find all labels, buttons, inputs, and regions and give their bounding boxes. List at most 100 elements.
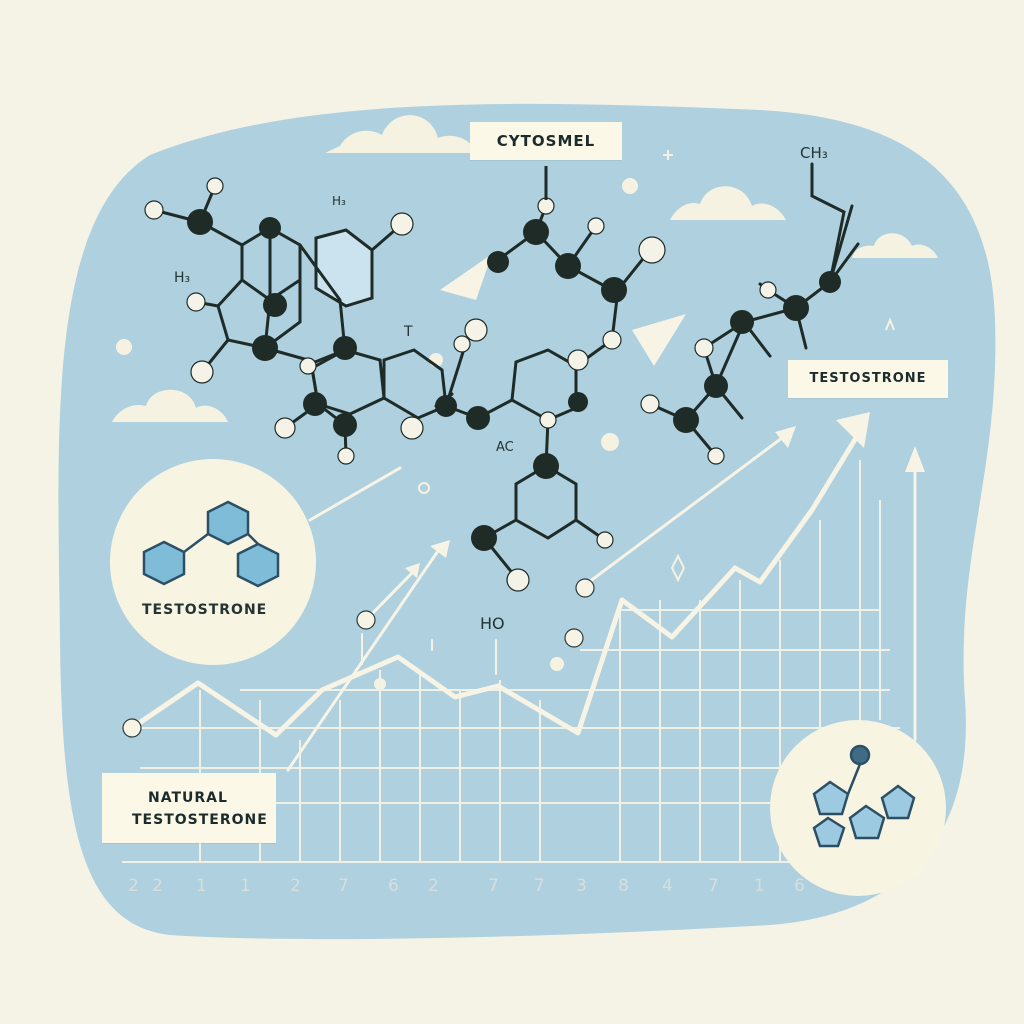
carbon-atom [487,251,509,273]
arrowhead-mid [440,254,492,300]
chart-point [122,718,142,738]
chart-point [356,610,376,630]
ring-bonds [514,464,578,540]
hydrogen-atom [694,338,714,358]
hexagon-bond [247,533,259,545]
carbon-atom [466,406,490,430]
label-testostrone-right: TESTOSTRONE [788,360,948,398]
hexagon [206,500,250,546]
label-testostrone-circle: TESTOSTRONE [142,602,268,618]
dot [601,433,619,451]
hydrogen-atom [190,360,214,384]
label-natural-line2: TESTOSTERONE [132,812,268,828]
right-badge-circle [770,720,946,896]
trend [129,254,925,772]
atom [849,744,871,766]
hydrogen-atom [274,417,296,439]
hydrogen-atom [453,335,471,353]
hydrogen-atom [206,177,224,195]
label-natural-line1: NATURAL [148,790,228,806]
carbon-atom [601,277,627,303]
arrow-small [364,570,415,622]
arrow-right [583,430,792,587]
dot [550,657,564,671]
ring-dot [418,482,430,494]
chem-h3-left: H₃ [174,270,191,286]
chem-h3-top: H₃ [332,194,346,208]
arrow-lower [286,546,442,772]
hydrogen-atom [640,394,660,414]
carbon-atom [555,253,581,279]
label-natural-testosterone: NATURAL TESTOSTERONE [102,773,276,843]
carbon-atom [704,374,728,398]
pentagon [812,816,846,848]
arrowhead-lower [430,540,450,558]
carbon-atom [259,217,281,239]
cloud-top [325,115,478,153]
carbon-atom [263,293,287,317]
carbon-atom [252,335,278,361]
pentagon [812,780,850,816]
hexagon-bond [183,533,209,553]
carbon-atom [730,310,754,334]
hydrogen-atom [337,447,355,465]
bond [846,763,862,795]
hydrogen-atom [144,200,164,220]
hydrogen-atom [707,447,725,465]
chem-t-mark: T [404,324,413,340]
hydrogen-atom [638,236,666,264]
carbon-atom [819,271,841,293]
hexagon [142,540,186,586]
carbon-atom [187,209,213,235]
bonds [574,248,652,368]
hydrogen-atom [539,411,557,429]
pentagon [848,804,886,840]
label-cytosmel: CYTOSMEL [470,122,622,160]
cloud-left [112,389,228,422]
sparkle [663,150,673,160]
chart-grid [122,460,900,863]
trend-points [122,578,595,738]
carbon-atom [783,295,809,321]
carbon-atom [568,392,588,412]
pentagon [880,784,916,820]
dot [622,178,638,194]
hydrogen-atom [759,281,777,299]
sparkle [885,317,895,331]
chem-ch3: CH₃ [800,144,828,162]
carbon-atom [673,407,699,433]
trend-line [129,425,865,738]
hydrogen-atom [602,330,622,350]
ring-bonds [216,278,302,350]
chart-point [564,628,584,648]
carbon-atom [523,219,549,245]
trend-arrowhead [836,412,870,448]
molecule-cluster [812,744,916,848]
molecule-main [152,162,860,582]
carbon-atom [471,525,497,551]
chem-ac: AC [496,440,514,455]
dark-atoms [187,209,841,551]
hydrogen-atom [506,568,530,592]
left-badge-circle [110,459,316,665]
arrow-circle-link [308,466,402,522]
hydrogen-atom [299,357,317,375]
carbon-atom [435,395,457,417]
arrowhead-small [405,563,420,578]
chart-point [575,578,595,598]
bonds [310,366,348,458]
chem-ho: HO [480,614,505,633]
arrowhead-far-right [905,446,925,472]
hydrogen-atom [186,292,206,312]
carbon-atom [533,453,559,479]
hexagon [236,542,280,588]
dot [116,339,132,355]
cloud-right [852,233,938,258]
light-atoms [144,177,777,592]
hydrogen-atom [587,217,605,235]
carbon-atom [333,413,357,437]
hydrogen-atom [400,416,424,440]
chain-bonds [828,204,854,284]
sparkle [670,553,686,583]
